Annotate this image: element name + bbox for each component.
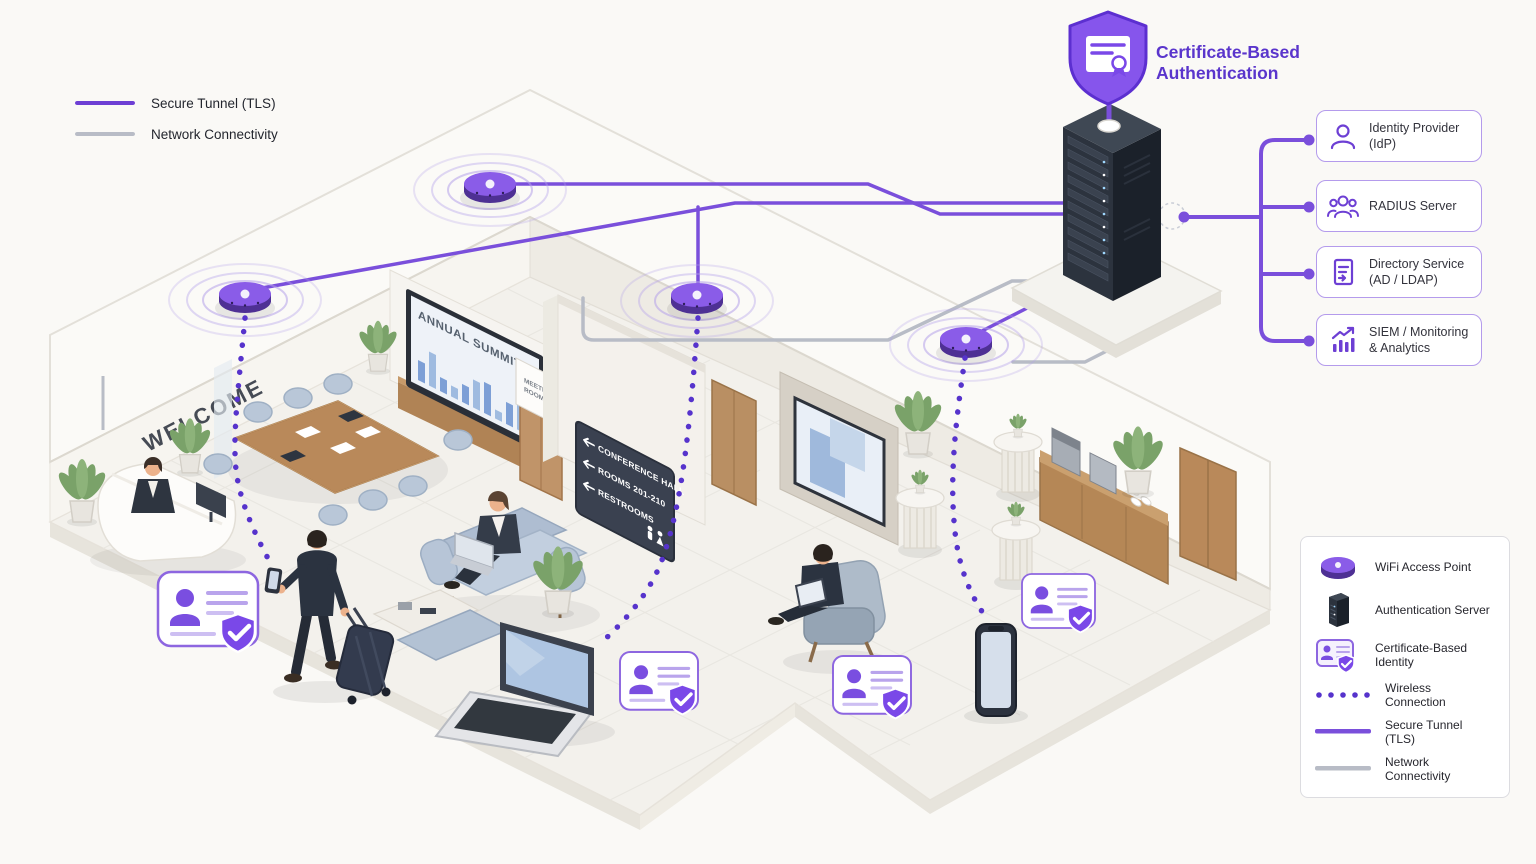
legend-row-secure-tunnel: Secure Tunnel (TLS) xyxy=(75,92,278,114)
legend-row-network: Network Connectivity xyxy=(1315,755,1495,783)
certificate-identity-icon xyxy=(1315,638,1361,672)
receptionist xyxy=(131,457,175,513)
standing-smartphone xyxy=(964,623,1028,724)
reception-monitor xyxy=(196,482,226,522)
service-label: Identity Provider (IdP) xyxy=(1369,121,1460,151)
table-papers xyxy=(280,410,381,462)
tablet xyxy=(794,577,828,609)
wireless-connections xyxy=(232,315,991,645)
suitcase xyxy=(335,607,395,705)
wireless-connection-icon xyxy=(1315,691,1371,699)
service-label: SIEM / Monitoring & Analytics xyxy=(1369,325,1469,355)
branch-connector-dots xyxy=(1178,134,1315,347)
certificate-shield-icon xyxy=(1068,10,1148,106)
secure-tunnel-icon xyxy=(1315,729,1371,734)
service-label: Directory Service (AD / LDAP) xyxy=(1369,257,1465,287)
backend-branch-lines xyxy=(1178,134,1315,347)
certificate-badge xyxy=(831,654,913,721)
lounge-area xyxy=(372,491,600,661)
certificate-badge xyxy=(1020,572,1097,635)
woman-with-laptop xyxy=(444,491,521,589)
legend-label: Secure Tunnel (TLS) xyxy=(151,95,276,111)
server-rack-units xyxy=(1067,135,1109,282)
service-label: RADIUS Server xyxy=(1369,199,1457,213)
network-connectivity-icon xyxy=(1315,766,1371,771)
users-icon xyxy=(1327,191,1359,221)
service-box-directory-service: Directory Service (AD / LDAP) xyxy=(1316,246,1482,298)
sign-arrow-icons xyxy=(583,437,595,491)
certificate-badge xyxy=(618,650,700,717)
legend-panel: WiFi Access Point Authentication Server xyxy=(1300,536,1510,798)
corridor: MEETING ROOM CONFERENCE HALL ROOMS 201-2… xyxy=(515,294,757,563)
authentication-server xyxy=(1010,98,1223,358)
restroom-figures-icon xyxy=(647,525,664,547)
analytics-chart-icon xyxy=(1327,325,1359,355)
service-box-radius-server: RADIUS Server xyxy=(1316,180,1482,232)
legend-row-wifi-ap: WiFi Access Point xyxy=(1315,552,1495,582)
legend-row-secure-tunnel: Secure Tunnel (TLS) xyxy=(1315,718,1495,746)
directory-document-icon xyxy=(1327,257,1359,287)
network-swatch xyxy=(75,132,135,136)
service-box-siem-monitoring: SIEM / Monitoring & Analytics xyxy=(1316,314,1482,366)
wifi-access-point-icon xyxy=(1315,552,1361,582)
sideboard xyxy=(398,382,548,480)
legend-row-wireless: Wireless Connection xyxy=(1315,681,1495,709)
service-box-identity-provider: Identity Provider (IdP) xyxy=(1316,110,1482,162)
walking-man-with-phone xyxy=(264,530,395,705)
legend-row-auth-server: Authentication Server xyxy=(1315,591,1495,629)
user-icon xyxy=(1327,121,1359,151)
break-area xyxy=(779,371,1237,724)
certificate-badge xyxy=(158,572,258,652)
secure-tunnel-swatch xyxy=(75,101,135,105)
floor-laptop xyxy=(434,622,615,758)
top-legend: Secure Tunnel (TLS) Network Connectivity xyxy=(75,92,278,154)
server-rack xyxy=(1063,104,1161,301)
legend-row-cert-identity: Certificate-Based Identity xyxy=(1315,638,1495,672)
server-vents xyxy=(1123,154,1151,241)
conference-chairs xyxy=(203,373,473,526)
presentation-bar-chart xyxy=(418,351,524,433)
legend-label: Network Connectivity xyxy=(151,126,278,142)
authentication-server-icon xyxy=(1315,591,1361,629)
glass-partition xyxy=(214,359,232,479)
page-title: Certificate-Based Authentication xyxy=(1156,42,1300,84)
coffee-station xyxy=(1039,427,1169,585)
legend-row-network: Network Connectivity xyxy=(75,123,278,145)
